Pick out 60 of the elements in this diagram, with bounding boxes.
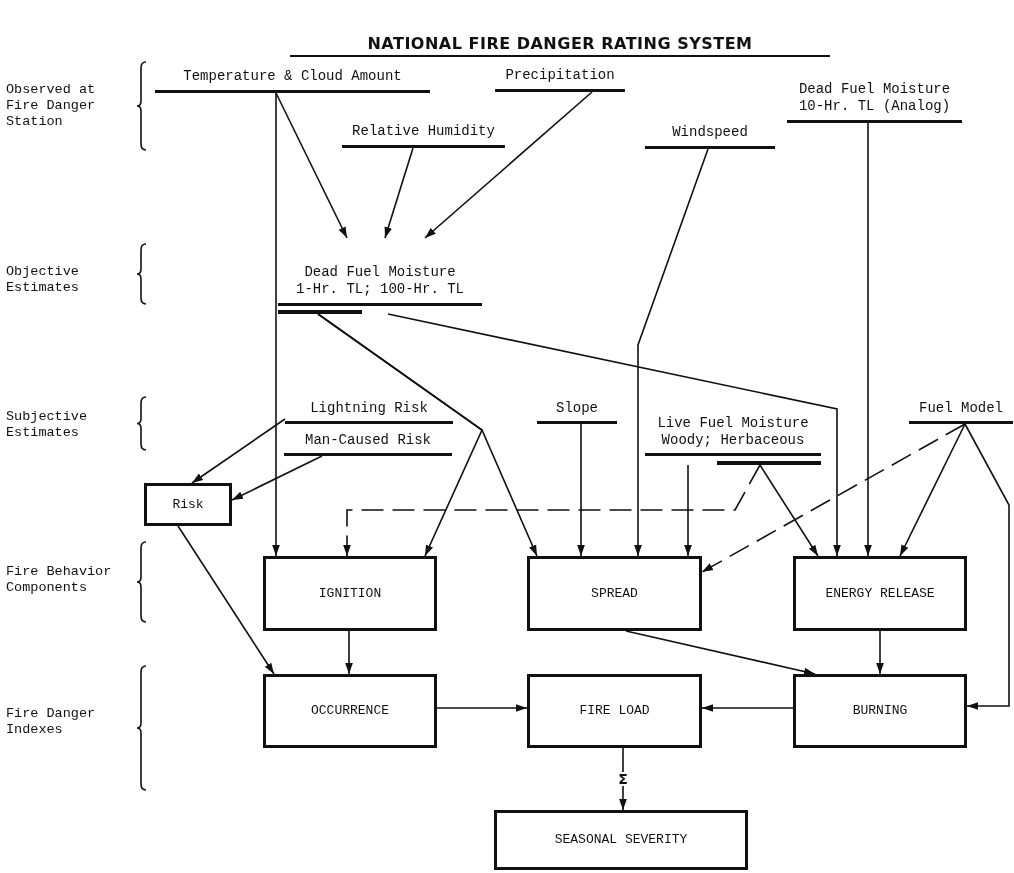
arrow (424, 91, 593, 239)
process-box (263, 556, 437, 631)
arrow (964, 423, 1010, 710)
node-text: Dead Fuel Moisture (304, 264, 456, 281)
arrow (272, 92, 280, 557)
node-text: Precipitation (505, 67, 615, 84)
section-label: Subjective Estimates (6, 409, 88, 441)
node-text: SEASONAL SEVERITY (554, 832, 688, 848)
node-text: Slope (556, 400, 598, 417)
process-box (263, 674, 437, 748)
process-box (527, 674, 702, 748)
process-box (144, 483, 232, 526)
node-text: IGNITION (318, 585, 382, 602)
node-text: BURNING (852, 703, 908, 719)
arrow (275, 92, 348, 239)
arrow (191, 418, 286, 484)
arrow (701, 704, 794, 712)
arrow (899, 423, 966, 557)
node-text: FIRE LOAD (579, 703, 650, 719)
node-text: Windspeed (672, 124, 748, 141)
arrow (876, 630, 884, 675)
arrow (387, 313, 841, 557)
process-box (793, 674, 967, 748)
edge-label: Σ (617, 772, 629, 786)
node-text: OCCURRENCE (311, 703, 389, 719)
arrow (343, 464, 761, 557)
node-text: Dead Fuel Moisture (798, 81, 951, 98)
node-text: Woody; Herbaceous (661, 432, 805, 449)
diagram-title: NATIONAL FIRE DANGER RATING SYSTEM (290, 34, 830, 57)
arrow (684, 464, 692, 557)
arrow (864, 122, 872, 557)
node-text: Temperature & Cloud Amount (183, 68, 402, 85)
node-text: Relative Humidity (352, 123, 495, 140)
arrow (317, 313, 538, 557)
arrow (177, 525, 275, 675)
node-text: Live Fuel Moisture (657, 415, 809, 432)
arrow (634, 148, 709, 557)
process-box (527, 556, 702, 631)
node-text: 1-Hr. TL; 100-Hr. TL (296, 281, 464, 298)
arrow (625, 630, 816, 676)
arrow (577, 423, 585, 557)
section-label: Observed at Fire Danger Station (6, 82, 97, 130)
arrow (231, 455, 323, 501)
node-text: ENERGY RELEASE (825, 585, 935, 602)
node-text: Risk (172, 496, 204, 513)
node-text: Lightning Risk (310, 400, 428, 417)
node-text: 10-Hr. TL (Analog) (798, 98, 951, 115)
section-label: Fire Behavior Components (6, 564, 113, 596)
node-text: SPREAD (591, 585, 638, 602)
arrow (436, 704, 528, 712)
process-box (793, 556, 967, 631)
node-text: Fuel Model (919, 400, 1003, 417)
arrow (345, 630, 353, 675)
section-label: Fire Danger Indexes (6, 706, 97, 738)
arrow (701, 423, 966, 573)
arrow (759, 464, 819, 557)
section-label: Objective Estimates (6, 264, 80, 296)
process-box (494, 810, 748, 870)
arrow (384, 147, 414, 239)
node-text: Man-Caused Risk (305, 432, 431, 449)
